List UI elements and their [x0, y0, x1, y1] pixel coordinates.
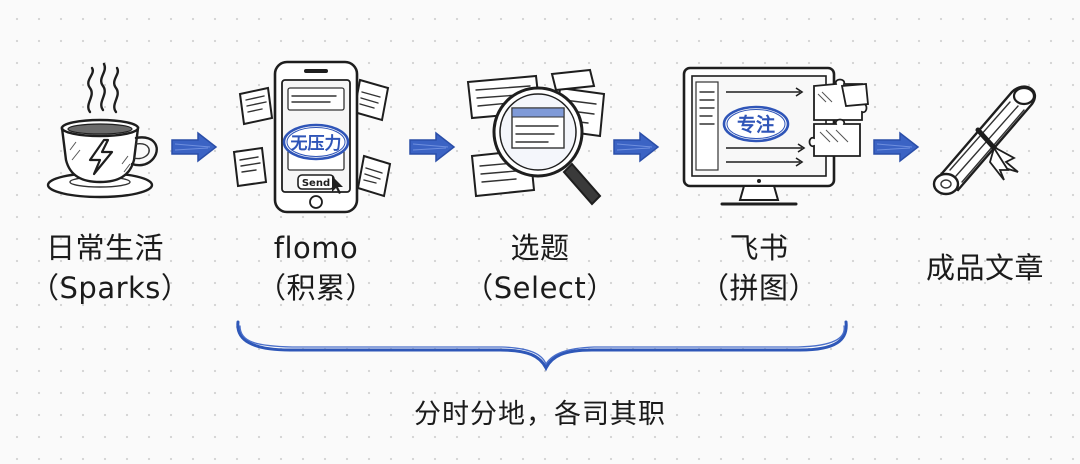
flow-arrow-3 [613, 131, 660, 163]
stamp-focus: 专注 [737, 113, 775, 136]
monitor-puzzle-icon [682, 66, 869, 206]
send-button: Send [302, 178, 330, 189]
coffee-cup-icon [46, 62, 158, 199]
stamp-no-pressure: 无压力 [290, 133, 342, 154]
brace-caption: 分时分地，各司其职 [414, 399, 666, 430]
flow-arrow-4 [873, 131, 920, 163]
step-flomo-label: flomo （积累） [256, 231, 375, 305]
step-article-label: 成品文章 [925, 251, 1044, 285]
grouping-brace [236, 320, 848, 372]
magnifier-select-icon [466, 68, 606, 206]
step-daily-life-label: 日常生活 （Sparks） [30, 231, 191, 305]
phone-notes-icon [232, 60, 392, 214]
scroll-article-icon [932, 85, 1036, 196]
step-select-label: 选题 （Select） [464, 231, 616, 305]
flow-arrow-2 [409, 131, 456, 163]
flow-arrow-1 [171, 131, 218, 163]
step-feishu-label: 飞书 （拼图） [699, 231, 818, 305]
